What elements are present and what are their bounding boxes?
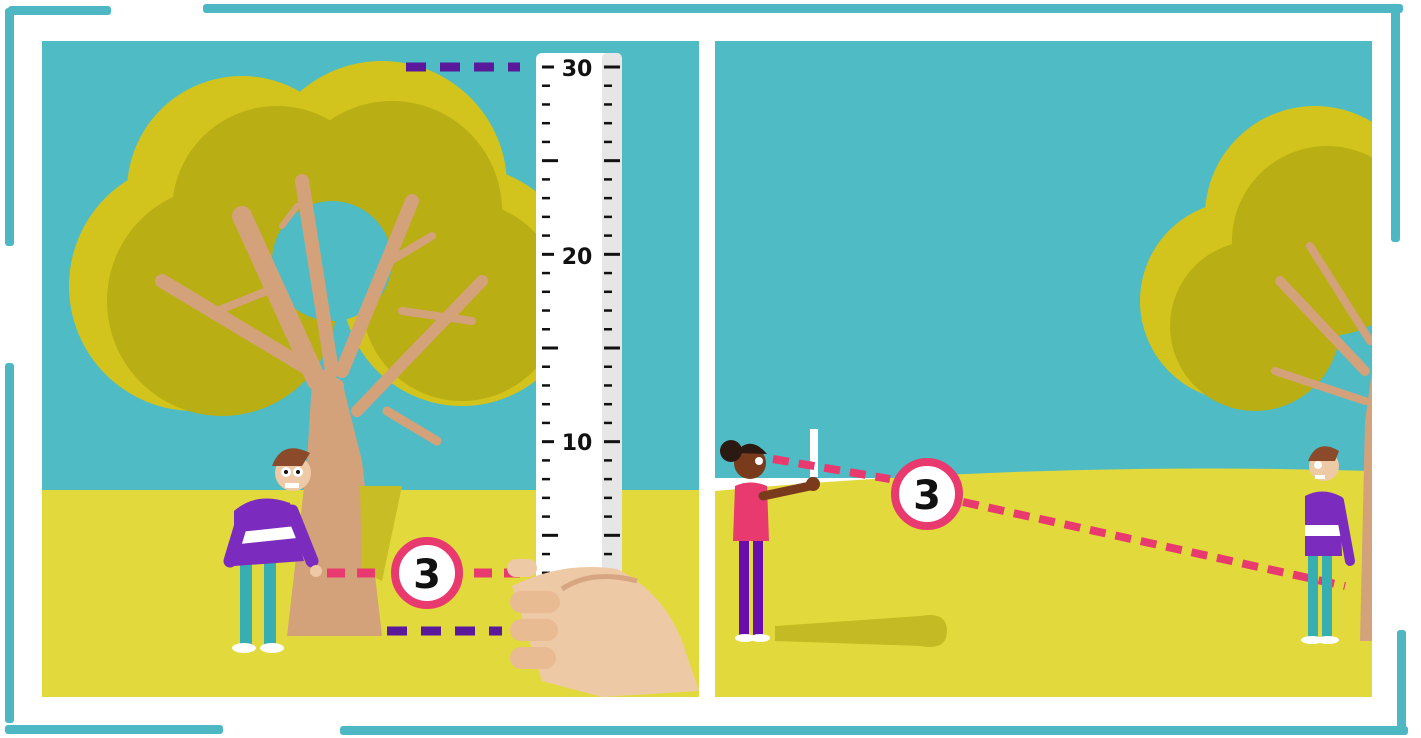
left-scene: 30 20 10 0 3 (42, 41, 699, 697)
frame-stroke-top-left (8, 6, 111, 15)
frame-stroke-top-right (203, 4, 1403, 13)
step-badge: 3 (895, 462, 959, 526)
ruler-label-10: 10 (562, 431, 593, 456)
step-badge-label: 3 (913, 473, 941, 519)
step-badge: 3 (395, 541, 459, 605)
ruler-illustration (810, 429, 818, 477)
frame-stroke-bottom-left (5, 725, 223, 734)
grass (715, 469, 1372, 698)
frame-stroke-right-top (1391, 6, 1400, 242)
frame-stroke-left-top (5, 8, 14, 246)
ruler-label-20: 20 (562, 245, 593, 270)
frame-stroke-right-bottom (1397, 630, 1406, 730)
ruler-label-30: 30 (562, 57, 593, 82)
right-illustration-panel: 3 (715, 41, 1372, 697)
right-scene: 3 (715, 41, 1372, 697)
step-badge-label: 3 (413, 552, 441, 598)
frame-stroke-left-bottom (5, 363, 14, 723)
left-illustration-panel: 30 20 10 0 3 (42, 41, 699, 697)
frame-stroke-bottom-right (340, 726, 1408, 735)
ruler-illustration: 30 20 10 0 (536, 53, 622, 653)
